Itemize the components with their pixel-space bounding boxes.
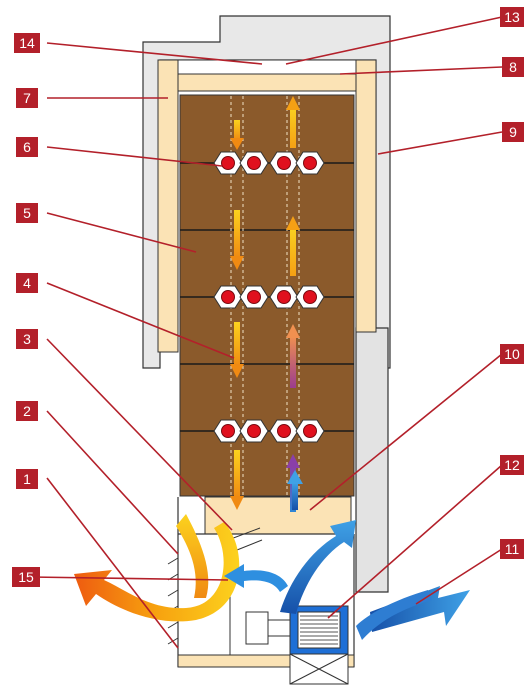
heating-element-icon: [213, 151, 325, 175]
callout-4: 4: [16, 273, 38, 293]
insulation-walls: [157, 59, 377, 535]
svg-text:4: 4: [23, 275, 31, 291]
callout-3: 3: [16, 329, 38, 349]
heating-element-icon: [213, 285, 325, 309]
svg-text:12: 12: [504, 457, 520, 473]
svg-text:9: 9: [509, 124, 517, 140]
callout-badges: 1 2 3 4 5 6 7 8: [12, 7, 524, 587]
svg-text:5: 5: [23, 205, 31, 221]
cold-air-intake-arrow-icon: [370, 586, 470, 632]
callout-6: 6: [16, 137, 38, 157]
motor-icon: [245, 611, 291, 645]
warming-air-arrow-icon: [286, 324, 300, 388]
svg-text:6: 6: [23, 139, 31, 155]
callout-7: 7: [16, 88, 38, 108]
callout-14: 14: [14, 33, 40, 53]
svg-text:14: 14: [19, 35, 35, 51]
hot-air-exhaust-arrow-icon: [74, 522, 240, 622]
svg-text:1: 1: [23, 471, 31, 487]
recirculation-arrow-icon: [224, 564, 288, 592]
cold-air-arrow-icon: [356, 590, 432, 640]
fan-icon: [289, 605, 349, 685]
svg-text:7: 7: [23, 90, 31, 106]
callout-8: 8: [502, 57, 524, 77]
top-vent-slot: [177, 59, 357, 75]
svg-text:11: 11: [505, 541, 520, 557]
svg-text:8: 8: [509, 59, 517, 75]
svg-text:3: 3: [23, 331, 31, 347]
callout-5: 5: [16, 203, 38, 223]
callout-1: 1: [16, 469, 38, 489]
heating-elements: [213, 151, 325, 443]
hot-air-arrow-icon: [286, 96, 300, 148]
callout-12: 12: [500, 455, 524, 475]
leader-lines: [29, 16, 503, 649]
hot-air-arrow-icon: [286, 216, 300, 276]
external-airflow-arrows: [74, 470, 470, 640]
hot-air-arrow-icon: [176, 514, 209, 598]
svg-text:15: 15: [18, 569, 34, 585]
callout-2: 2: [16, 401, 38, 421]
machine-compartment: [167, 497, 355, 685]
callout-9: 9: [502, 122, 524, 142]
callout-13: 13: [500, 7, 524, 27]
hot-air-arrow-icon: [230, 120, 244, 150]
cold-air-arrow-icon: [287, 470, 303, 510]
hot-air-arrow-icon: [230, 210, 244, 270]
callout-10: 10: [500, 344, 524, 364]
svg-text:10: 10: [504, 346, 520, 362]
callout-11: 11: [500, 539, 524, 559]
svg-text:2: 2: [23, 403, 31, 419]
heating-element-icon: [213, 419, 325, 443]
hot-air-arrow-icon: [230, 322, 244, 378]
hot-air-arrow-icon: [230, 450, 244, 510]
cold-air-rising-arrow-icon: [280, 520, 356, 614]
callout-15: 15: [12, 567, 40, 587]
svg-text:13: 13: [504, 9, 520, 25]
